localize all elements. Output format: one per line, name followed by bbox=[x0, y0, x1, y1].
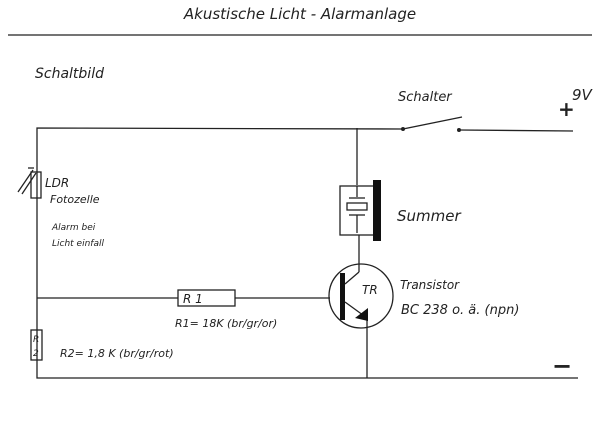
r2-value: R2= 1,8 K (br/gr/rot) bbox=[60, 347, 174, 360]
r1-value: R1= 18K (br/gr/or) bbox=[175, 317, 277, 330]
r2-symbol-top: R bbox=[33, 335, 39, 345]
transistor-type: BC 238 o. ä. (npn) bbox=[401, 303, 519, 318]
r2-symbol bbox=[30, 329, 43, 361]
ldr-label: LDR bbox=[45, 176, 69, 190]
ldr-note-line2: Licht einfall bbox=[52, 239, 104, 249]
ldr-note-line1: Alarm bei bbox=[51, 223, 96, 233]
r1-symbol bbox=[177, 289, 236, 307]
ldr-description: Fotozelle bbox=[50, 193, 100, 206]
ldr-symbol bbox=[17, 167, 42, 199]
r1-symbol-label: R 1 bbox=[183, 292, 203, 306]
voltage-label: 9V bbox=[572, 86, 594, 104]
minus-terminal: − bbox=[552, 352, 572, 380]
subtitle: Schaltbild bbox=[35, 66, 104, 82]
switch-symbol bbox=[401, 116, 463, 132]
buzzer-symbol bbox=[339, 180, 381, 241]
r2-symbol-bottom: 2 bbox=[33, 349, 39, 359]
wires bbox=[36, 127, 578, 379]
transistor-symbol bbox=[328, 263, 394, 329]
transistor-label: Transistor bbox=[400, 278, 460, 292]
plus-terminal: + bbox=[558, 97, 575, 121]
transistor-symbol-label: TR bbox=[362, 283, 378, 297]
buzzer-label: Summer bbox=[397, 207, 461, 225]
diagram-title: Akustische Licht - Alarmanlage bbox=[183, 5, 416, 23]
switch-label: Schalter bbox=[398, 90, 453, 105]
